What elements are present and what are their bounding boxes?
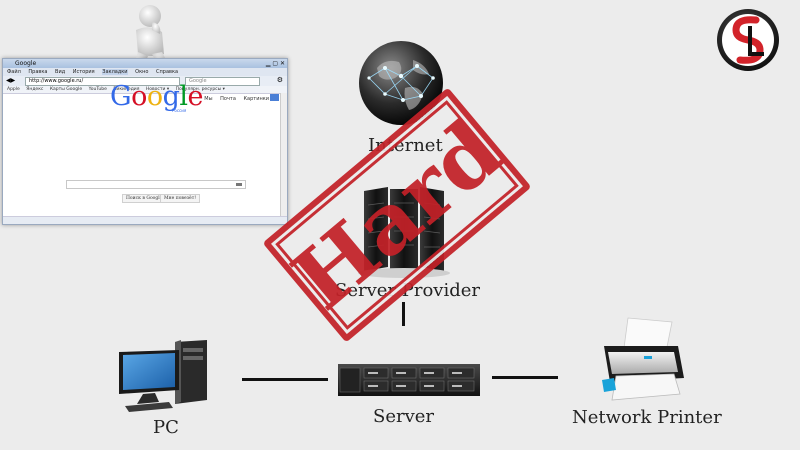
pc-icon xyxy=(119,340,207,412)
internet-label: Internet xyxy=(368,135,443,156)
pc-label: PC xyxy=(153,417,179,438)
globe-network-icon xyxy=(359,41,443,125)
connector-pc-server xyxy=(242,378,328,381)
server-unit-icon xyxy=(338,364,480,396)
top-link[interactable]: Почта xyxy=(220,96,236,102)
window-controls[interactable]: ▁ ▢ ✕ xyxy=(265,60,285,67)
favorites-bar: Apple Яндекс Карты Google YouTube Википе… xyxy=(3,86,287,94)
favorite-item[interactable]: Новости ▾ xyxy=(145,87,170,92)
lucky-button[interactable]: Мне повезёт! xyxy=(160,194,201,203)
network-printer-label: Network Printer xyxy=(572,407,722,428)
back-icon[interactable]: ◀▶ xyxy=(6,77,16,84)
top-link[interactable]: Мы xyxy=(204,96,213,102)
sl-logo-icon xyxy=(717,9,779,71)
scrollbar[interactable] xyxy=(280,93,287,219)
server-label: Server xyxy=(373,406,435,427)
top-link[interactable]: Картинки xyxy=(243,96,270,102)
favorite-item[interactable]: Карты Google xyxy=(49,87,83,92)
favorite-item[interactable]: Apple xyxy=(7,87,20,92)
menu-item[interactable]: Файл xyxy=(7,69,21,75)
favorite-item[interactable]: Популярн. ресурсы ▾ xyxy=(175,87,225,92)
status-bar xyxy=(3,216,287,224)
address-input[interactable]: http://www.google.ru/ xyxy=(25,77,180,86)
menu-item[interactable]: Окно xyxy=(135,69,149,75)
menu-item[interactable]: История xyxy=(72,69,95,75)
connector-provider-server xyxy=(402,302,405,326)
menu-bar: Файл Правка Вид История Закладки Окно Сп… xyxy=(3,68,287,76)
top-links: Мы Почта Картинки xyxy=(198,96,269,102)
gear-icon[interactable]: ⚙ xyxy=(276,76,283,84)
search-input[interactable]: Google xyxy=(185,77,260,86)
keyboard-icon[interactable] xyxy=(236,183,242,186)
favorite-item[interactable]: YouTube xyxy=(88,87,107,92)
address-bar: ◀▶ http://www.google.ru/ Google ⚙ xyxy=(3,76,287,86)
server-rack-icon xyxy=(358,187,450,278)
browser-titlebar: Google ▁ ▢ ✕ xyxy=(3,59,287,68)
server-provider-label: Server Provider xyxy=(335,280,480,301)
menu-item[interactable]: Вид xyxy=(55,69,66,75)
google-logo: Google xyxy=(110,81,204,112)
window-title: Google xyxy=(15,60,37,67)
menu-item[interactable]: Закладки xyxy=(102,69,128,75)
printer-icon xyxy=(602,317,684,401)
connector-server-printer xyxy=(492,376,558,379)
sign-in-button[interactable] xyxy=(270,94,279,101)
menu-item[interactable]: Справка xyxy=(156,69,179,75)
google-search-box[interactable] xyxy=(66,180,246,189)
google-logo-subtitle: Россия xyxy=(172,108,187,113)
menu-item[interactable]: Правка xyxy=(28,69,48,75)
favorite-item[interactable]: Википедия xyxy=(113,87,140,92)
favorite-item[interactable]: Яндекс xyxy=(26,87,44,92)
